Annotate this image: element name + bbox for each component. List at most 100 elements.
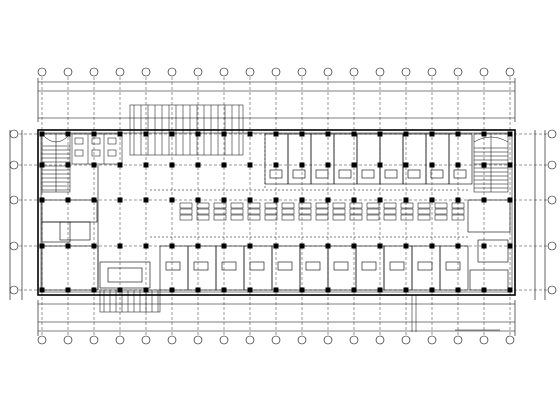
desk (213, 208, 227, 215)
top-offices (264, 133, 473, 185)
left-rooms (41, 165, 151, 291)
grid-bubble-15 (401, 67, 411, 77)
column (273, 162, 279, 168)
office-top (287, 133, 312, 185)
desk (400, 208, 414, 215)
desk (451, 214, 465, 221)
column (273, 243, 279, 249)
desk (230, 202, 244, 209)
column (91, 162, 97, 168)
desk (332, 214, 346, 221)
column (429, 197, 435, 203)
column (299, 197, 305, 203)
column (221, 162, 227, 168)
desk (349, 202, 363, 209)
office-top (448, 133, 473, 185)
column (39, 197, 45, 203)
office-top (310, 133, 335, 185)
column (299, 243, 305, 249)
column (143, 243, 149, 249)
desk (383, 202, 397, 209)
grid-bubble-16 (427, 335, 437, 345)
desk (179, 202, 193, 209)
grid-axis-bubbles (9, 67, 557, 345)
column (351, 197, 357, 203)
column (169, 162, 175, 168)
column (65, 131, 71, 137)
desk (196, 208, 210, 215)
grid-bubble-18 (479, 335, 489, 345)
desk (434, 202, 448, 209)
column (65, 243, 71, 249)
stair-right (473, 133, 509, 193)
column (221, 243, 227, 249)
column (273, 131, 279, 137)
grid-bubble-17 (453, 335, 463, 345)
column (39, 287, 45, 293)
column (117, 162, 123, 168)
desk (213, 214, 227, 221)
grid-bubble-9 (245, 335, 255, 345)
grid-bubble-2 (63, 67, 73, 77)
column (247, 287, 253, 293)
grid-bubble-A (547, 129, 557, 139)
grid-bubble-6 (167, 67, 177, 77)
desk (400, 202, 414, 209)
column (377, 243, 383, 249)
column (195, 287, 201, 293)
desk (417, 202, 431, 209)
column (351, 287, 357, 293)
canopy-hatch (129, 104, 244, 156)
column (403, 243, 409, 249)
column (117, 243, 123, 249)
column (377, 131, 383, 137)
column (403, 131, 409, 137)
desk (366, 208, 380, 215)
desk (315, 202, 329, 209)
grid-bubble-16 (427, 67, 437, 77)
desk (298, 208, 312, 215)
column (325, 162, 331, 168)
column (273, 287, 279, 293)
column (65, 162, 71, 168)
column (221, 287, 227, 293)
desk (264, 208, 278, 215)
column (325, 197, 331, 203)
desk (281, 208, 295, 215)
desk (247, 214, 261, 221)
grid-bubble-14 (375, 67, 385, 77)
column (455, 162, 461, 168)
column (325, 287, 331, 293)
right-rooms (467, 199, 511, 291)
desk (434, 214, 448, 221)
column (351, 162, 357, 168)
grid-bubble-13 (349, 67, 359, 77)
office-top (264, 133, 289, 185)
column (143, 197, 149, 203)
grid-bubble-3 (89, 67, 99, 77)
office-bottom (299, 245, 329, 291)
grid-bubble-19 (505, 67, 515, 77)
column (221, 197, 227, 203)
column (247, 162, 253, 168)
column (403, 197, 409, 203)
desk (451, 208, 465, 215)
column (169, 287, 175, 293)
column (195, 197, 201, 203)
desk (417, 214, 431, 221)
column (481, 162, 487, 168)
column (507, 287, 513, 293)
column (195, 162, 201, 168)
column (39, 131, 45, 137)
bottom-offices (159, 245, 469, 291)
grid-bubble-3 (89, 335, 99, 345)
desk (383, 214, 397, 221)
desk (230, 208, 244, 215)
column (325, 243, 331, 249)
grid-bubble-8 (219, 335, 229, 345)
desk (366, 214, 380, 221)
workstation-desks (179, 202, 465, 221)
column (507, 243, 513, 249)
column (481, 243, 487, 249)
